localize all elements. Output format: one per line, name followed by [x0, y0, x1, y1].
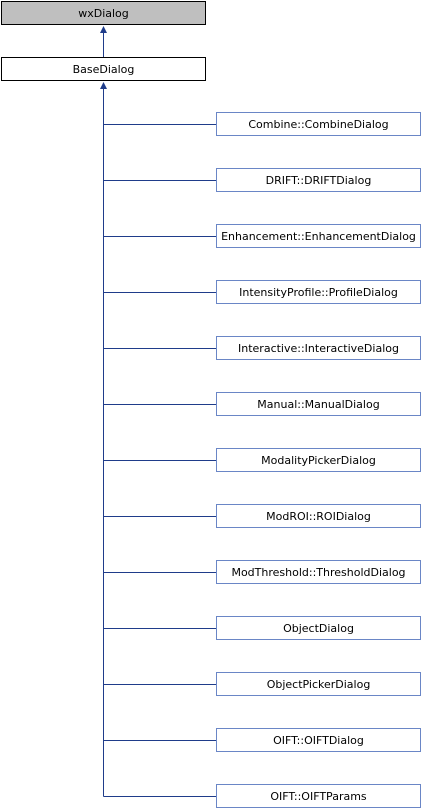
class-label-child: ObjectPickerDialog: [266, 677, 371, 691]
class-node-child[interactable]: DRIFT::DRIFTDialog: [216, 168, 421, 192]
class-label-child: DRIFT::DRIFTDialog: [265, 173, 372, 187]
class-label-wxdialog: wxDialog: [78, 6, 129, 20]
class-label-child: ModalityPickerDialog: [261, 453, 376, 467]
class-label-child: Combine::CombineDialog: [248, 117, 389, 131]
class-node-child[interactable]: ModThreshold::ThresholdDialog: [216, 560, 421, 584]
class-node-child[interactable]: ModROI::ROIDialog: [216, 504, 421, 528]
class-node-child[interactable]: ObjectDialog: [216, 616, 421, 640]
class-label-basedialog: BaseDialog: [72, 62, 135, 76]
class-node-child[interactable]: OIFT::OIFTParams: [216, 784, 421, 808]
class-label-child: ModThreshold::ThresholdDialog: [231, 565, 406, 579]
class-node-child[interactable]: Manual::ManualDialog: [216, 392, 421, 416]
class-label-child: Manual::ManualDialog: [257, 397, 380, 411]
class-label-child: Enhancement::EnhancementDialog: [221, 229, 416, 243]
arrowhead-basedialog: [100, 82, 107, 89]
class-node-wxdialog: wxDialog: [1, 1, 206, 25]
class-label-child: OIFT::OIFTParams: [270, 789, 367, 803]
class-label-child: Interactive::InteractiveDialog: [238, 341, 399, 355]
class-node-basedialog: BaseDialog: [1, 57, 206, 81]
class-node-child[interactable]: ObjectPickerDialog: [216, 672, 421, 696]
class-node-child[interactable]: IntensityProfile::ProfileDialog: [216, 280, 421, 304]
class-node-child[interactable]: OIFT::OIFTDialog: [216, 728, 421, 752]
arrowhead-wxdialog: [100, 26, 107, 33]
class-label-child: OIFT::OIFTDialog: [273, 733, 364, 747]
class-node-child[interactable]: Interactive::InteractiveDialog: [216, 336, 421, 360]
class-label-child: ObjectDialog: [283, 621, 354, 635]
class-label-child: IntensityProfile::ProfileDialog: [239, 285, 398, 299]
class-node-child[interactable]: Combine::CombineDialog: [216, 112, 421, 136]
class-node-child[interactable]: Enhancement::EnhancementDialog: [216, 224, 421, 248]
class-label-child: ModROI::ROIDialog: [266, 509, 371, 523]
class-node-child[interactable]: ModalityPickerDialog: [216, 448, 421, 472]
